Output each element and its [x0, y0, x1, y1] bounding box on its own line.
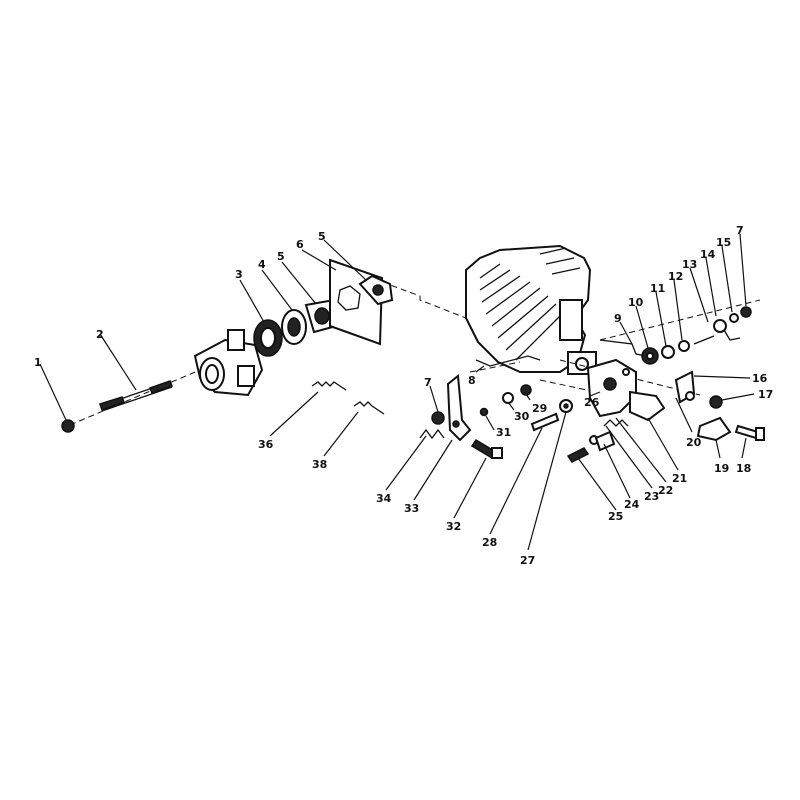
part-4-gasket [281, 309, 307, 345]
callout-19: 19 [714, 462, 729, 475]
callout-6: 6 [296, 238, 304, 251]
callout-11: 11 [650, 282, 665, 295]
part-15-washer [729, 313, 739, 323]
callout-5-left: 5 [277, 250, 285, 263]
callout-17: 17 [758, 388, 773, 401]
part-6-heat-shield [329, 258, 384, 346]
callout-4: 4 [258, 258, 266, 271]
engine-block [465, 244, 597, 375]
part-5-gasket-right [358, 274, 394, 306]
part-13-link [693, 335, 715, 345]
callout-10: 10 [628, 296, 644, 309]
part-1-nut [61, 419, 75, 433]
callout-7-right: 7 [736, 224, 744, 237]
part-21-plate [629, 390, 666, 422]
part-30-washer [502, 392, 514, 404]
part-31-washer [479, 407, 489, 417]
part-12-washer [678, 340, 690, 352]
part-27-washer [559, 399, 573, 413]
part-28-screw [530, 412, 560, 432]
part-19-bracket [696, 416, 732, 442]
callout-28: 28 [482, 536, 497, 549]
part-29-nut [520, 384, 532, 396]
callout-32: 32 [446, 520, 461, 533]
part-2-stud [99, 380, 173, 412]
part-3-adapter [253, 319, 283, 357]
callout-12: 12 [668, 270, 683, 283]
callout-15: 15 [716, 236, 731, 249]
part-34-spring [419, 428, 445, 440]
callout-8: 8 [468, 374, 476, 387]
callout-18: 18 [736, 462, 751, 475]
part-17-nut [709, 395, 723, 409]
callout-36: 36 [258, 438, 274, 451]
part-18-bolt [734, 424, 765, 441]
callout-9: 9 [614, 312, 622, 325]
callout-labels: 1 2 3 4 5 6 5 7 8 9 10 11 12 13 14 15 7 … [34, 224, 773, 567]
part-26-bracket [586, 358, 637, 418]
callout-22: 22 [658, 484, 673, 497]
part-20-washer [685, 391, 695, 401]
callout-1: 1 [34, 356, 42, 369]
part-8-link [475, 355, 541, 367]
callout-20: 20 [686, 436, 702, 449]
part-10-bushing [641, 347, 659, 365]
spring-36 [311, 381, 347, 391]
callout-2: 2 [96, 328, 104, 341]
callout-21: 21 [672, 472, 687, 485]
callout-7-left: 7 [424, 376, 432, 389]
part-33-lever [446, 374, 472, 442]
callout-13: 13 [682, 258, 697, 271]
part-25-screw [566, 447, 590, 463]
part-9-link [599, 339, 647, 357]
callout-3: 3 [235, 268, 243, 281]
part-7-nut-left [431, 411, 445, 425]
callout-29: 29 [532, 402, 547, 415]
part-32-bolt [470, 438, 503, 460]
callout-38: 38 [312, 458, 327, 471]
leader-lines [39, 233, 755, 551]
callout-27: 27 [520, 554, 535, 567]
callout-26: 26 [584, 396, 600, 409]
callout-30: 30 [514, 410, 530, 423]
callout-31: 31 [496, 426, 511, 439]
carburetor [193, 329, 264, 397]
callout-25: 25 [608, 510, 623, 523]
part-11-washer [661, 345, 675, 359]
callout-23: 23 [644, 490, 659, 503]
part-24-clip [594, 430, 616, 452]
part-22-spring [603, 419, 629, 427]
spring-38 [353, 401, 385, 415]
callout-16: 16 [752, 372, 768, 385]
part-14-lever [713, 319, 741, 341]
callout-5-right: 5 [318, 230, 326, 243]
callout-14: 14 [700, 248, 716, 261]
callout-24: 24 [624, 498, 640, 511]
callout-33: 33 [404, 502, 419, 515]
part-7-nut-right [740, 306, 752, 318]
callout-34: 34 [376, 492, 392, 505]
